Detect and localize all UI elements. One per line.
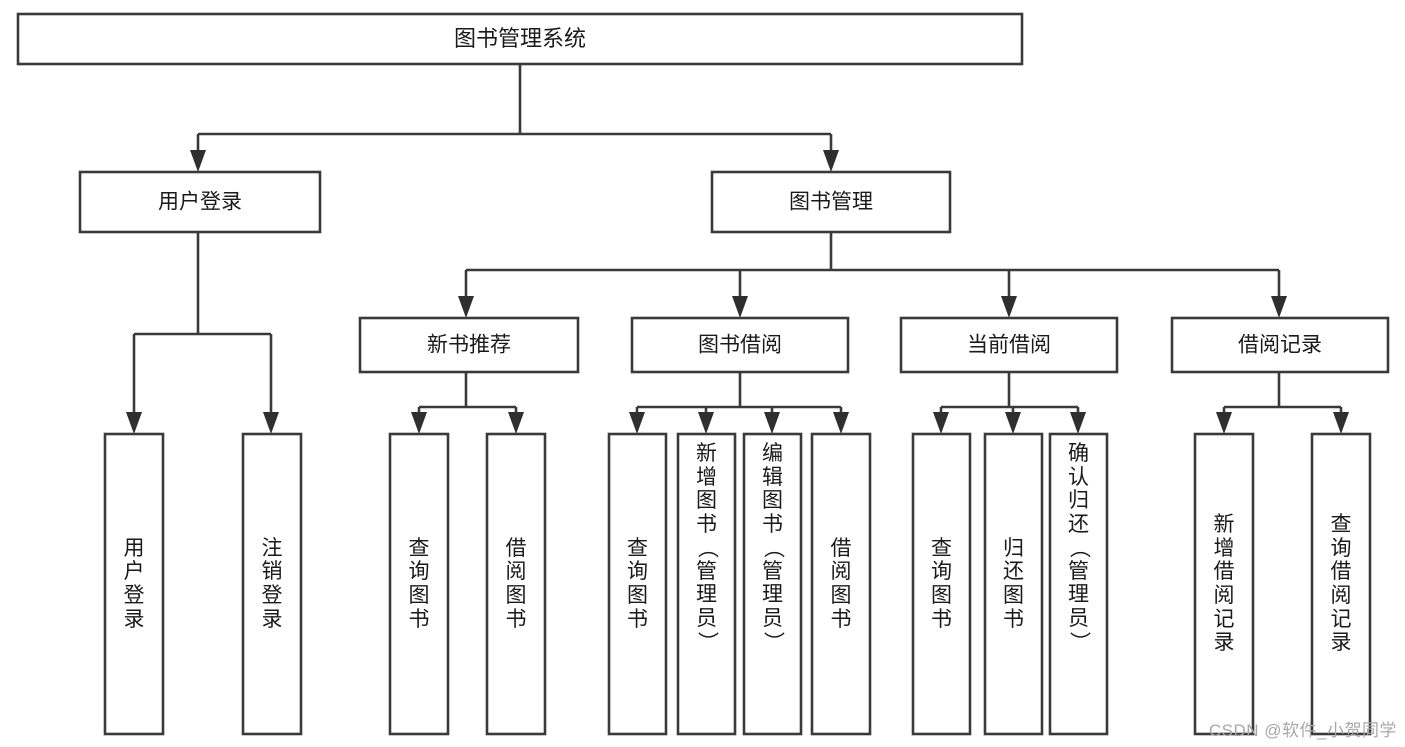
watermark-text: CSDN @软件_小贺同学 bbox=[1208, 721, 1397, 740]
arrow-head-leaf-query-book-2 bbox=[629, 412, 645, 434]
node-book-management-box[interactable] bbox=[710, 170, 952, 234]
node-book-management[interactable]: 图书管理 bbox=[710, 170, 952, 234]
arrow-head-leaf-add-record bbox=[1216, 412, 1232, 434]
node-current-borrow-label: 当前借阅 bbox=[967, 334, 1051, 357]
arrow-head-leaf-borrow-book-1 bbox=[508, 412, 524, 434]
node-borrow-record-box[interactable] bbox=[1170, 316, 1390, 374]
arrow-head-new-book-recommend bbox=[458, 296, 474, 318]
node-user-login-label: 用户登录 bbox=[158, 191, 242, 214]
connector-group-root bbox=[190, 64, 839, 172]
node-root[interactable]: 图书管理系统 bbox=[16, 12, 1024, 66]
arrow-head-leaf-query-book-1 bbox=[411, 412, 427, 434]
node-borrow-record-label: 借阅记录 bbox=[1238, 334, 1322, 357]
node-leaf-user-logout-box[interactable] bbox=[241, 432, 303, 736]
connector-group-new-book-recommend bbox=[411, 372, 524, 434]
node-leaf-query-book-1-box[interactable] bbox=[388, 432, 450, 736]
node-leaf-user-login-box[interactable] bbox=[103, 432, 165, 736]
arrow-head-leaf-user-login bbox=[126, 412, 142, 434]
node-leaf-borrow-book-2-box[interactable] bbox=[810, 432, 872, 736]
arrow-head-leaf-query-record bbox=[1333, 412, 1349, 434]
arrow-head-leaf-borrow-book-2 bbox=[833, 412, 849, 434]
connector-group-book-management bbox=[458, 232, 1287, 318]
node-leaf-add-book-box[interactable] bbox=[676, 432, 737, 736]
node-new-book-recommend-label: 新书推荐 bbox=[427, 334, 511, 357]
node-book-borrow-box[interactable] bbox=[630, 316, 850, 374]
arrow-head-leaf-user-logout bbox=[263, 412, 279, 434]
node-book-management-label: 图书管理 bbox=[789, 191, 873, 214]
arrow-head-user-login bbox=[190, 150, 206, 172]
node-leaf-borrow-book-1-box[interactable] bbox=[485, 432, 547, 736]
node-leaf-add-record-box[interactable] bbox=[1193, 432, 1255, 736]
node-leaf-edit-book-box[interactable] bbox=[742, 432, 803, 736]
node-book-borrow[interactable]: 图书借阅 bbox=[630, 316, 850, 374]
node-leaf-query-book-3-box[interactable] bbox=[911, 432, 972, 736]
arrow-head-leaf-confirm-return bbox=[1070, 412, 1086, 434]
arrow-head-leaf-add-book bbox=[698, 412, 714, 434]
node-borrow-record[interactable]: 借阅记录 bbox=[1170, 316, 1390, 374]
arrow-head-leaf-return-book bbox=[1005, 412, 1021, 434]
node-user-login-box[interactable] bbox=[78, 170, 322, 234]
node-user-login[interactable]: 用户登录 bbox=[78, 170, 322, 234]
arrow-head-book-management bbox=[823, 150, 839, 172]
node-new-book-recommend[interactable]: 新书推荐 bbox=[358, 316, 580, 374]
node-leaf-confirm-return-box[interactable] bbox=[1048, 432, 1109, 736]
node-current-borrow-box[interactable] bbox=[899, 316, 1119, 374]
node-new-book-recommend-box[interactable] bbox=[358, 316, 580, 374]
arrow-head-book-borrow bbox=[732, 296, 748, 318]
arrow-head-leaf-edit-book bbox=[764, 412, 780, 434]
arrow-head-current-borrow bbox=[1001, 296, 1017, 318]
connector-group-current-borrow bbox=[933, 372, 1086, 434]
node-book-borrow-label: 图书借阅 bbox=[698, 334, 782, 357]
node-root-box[interactable] bbox=[16, 12, 1024, 66]
node-root-label: 图书管理系统 bbox=[454, 26, 586, 51]
connector-group-borrow-record bbox=[1216, 372, 1349, 434]
arrow-head-leaf-query-book-3 bbox=[933, 412, 949, 434]
node-leaf-query-record-box[interactable] bbox=[1310, 432, 1372, 736]
arrow-head-borrow-record bbox=[1271, 296, 1287, 318]
node-leaf-query-book-2-box[interactable] bbox=[607, 432, 668, 736]
connector-group-user-login bbox=[126, 232, 279, 434]
node-current-borrow[interactable]: 当前借阅 bbox=[899, 316, 1119, 374]
leaf-boxes bbox=[103, 432, 1372, 736]
connector-group-book-borrow bbox=[629, 372, 849, 434]
node-leaf-return-book-box[interactable] bbox=[983, 432, 1044, 736]
